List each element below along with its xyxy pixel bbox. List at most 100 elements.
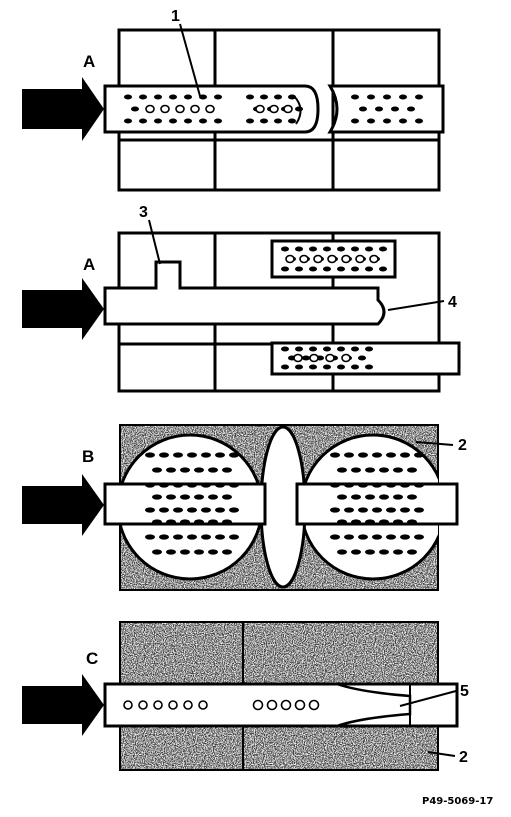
pore-icon: [166, 519, 176, 525]
pore-icon: [344, 482, 354, 488]
pore-icon: [255, 104, 265, 114]
pore-icon: [351, 246, 359, 252]
pore-icon: [299, 254, 309, 264]
pore-icon: [285, 254, 295, 264]
pore-icon: [323, 346, 331, 352]
pore-icon: [327, 254, 337, 264]
pore-icon: [358, 534, 368, 540]
pore-icon: [341, 353, 351, 363]
pore-icon: [358, 507, 368, 513]
pore-icon: [359, 106, 367, 112]
pore-icon: [400, 482, 410, 488]
pore-icon: [393, 494, 403, 500]
flow-arrow-icon: [22, 674, 104, 736]
pore-icon: [153, 700, 163, 710]
pore-icon: [124, 94, 132, 100]
pore-icon: [393, 549, 403, 555]
pore-icon: [252, 699, 264, 711]
pore-icon: [201, 482, 211, 488]
pore-icon: [295, 246, 303, 252]
panel-letter: C: [86, 649, 98, 668]
pore-icon: [154, 118, 162, 124]
pore-icon: [260, 94, 268, 100]
pore-icon: [313, 254, 323, 264]
pore-icon: [187, 507, 197, 513]
pore-icon: [194, 494, 204, 500]
pore-icon: [415, 118, 423, 124]
pore-icon: [194, 467, 204, 473]
pore-icon: [159, 534, 169, 540]
pore-icon: [123, 700, 133, 710]
pore-icon: [330, 482, 340, 488]
pore-icon: [173, 482, 183, 488]
pore-icon: [288, 118, 296, 124]
pore-icon: [229, 507, 239, 513]
pore-icon: [309, 246, 317, 252]
pore-icon: [415, 94, 423, 100]
pore-icon: [274, 94, 282, 100]
pore-icon: [208, 467, 218, 473]
pore-icon: [160, 104, 170, 114]
figure-reference-code: P49-5069-17: [422, 796, 493, 807]
panel-a-top: A 1: [22, 8, 445, 192]
pore-icon: [159, 452, 169, 458]
pore-icon: [215, 507, 225, 513]
pore-icon: [358, 452, 368, 458]
pore-icon: [187, 534, 197, 540]
pore-icon: [145, 507, 155, 513]
pore-icon: [383, 118, 391, 124]
pore-icon: [379, 467, 389, 473]
pore-icon: [351, 94, 359, 100]
pore-icon: [295, 364, 303, 370]
pore-icon: [222, 549, 232, 555]
callout-label: 3: [139, 204, 148, 221]
pore-icon: [281, 364, 289, 370]
pore-icon: [365, 519, 375, 525]
pore-icon: [194, 549, 204, 555]
pore-icon: [145, 104, 155, 114]
pore-icon: [337, 364, 345, 370]
pore-icon: [283, 104, 293, 114]
pore-icon: [351, 266, 359, 272]
pore-icon: [330, 534, 340, 540]
pore-icon: [351, 118, 359, 124]
pore-icon: [201, 452, 211, 458]
pore-icon: [159, 482, 169, 488]
pore-icon: [414, 507, 424, 513]
leader-line: [387, 300, 445, 311]
pore-icon: [280, 699, 292, 711]
fluid-channel: [103, 239, 461, 376]
pore-icon: [330, 452, 340, 458]
pore-icon: [344, 452, 354, 458]
pore-icon: [173, 534, 183, 540]
pore-icon: [208, 494, 218, 500]
pore-icon: [330, 507, 340, 513]
pore-icon: [124, 118, 132, 124]
panel-a-middle: A 3 4: [22, 204, 461, 393]
pore-icon: [166, 549, 176, 555]
pore-icon: [180, 549, 190, 555]
pore-icon: [288, 94, 296, 100]
pore-icon: [229, 452, 239, 458]
pore-icon: [407, 494, 417, 500]
pore-dots: [124, 94, 423, 124]
pore-icon: [365, 246, 373, 252]
pore-icon: [365, 494, 375, 500]
pore-icon: [337, 467, 347, 473]
pore-icon: [205, 104, 215, 114]
pore-icon: [414, 534, 424, 540]
pore-icon: [154, 94, 162, 100]
pore-icon: [169, 94, 177, 100]
leader-line: [415, 441, 454, 446]
pore-icon: [379, 549, 389, 555]
pore-icon: [407, 106, 415, 112]
pore-icon: [400, 507, 410, 513]
pore-icon: [145, 482, 155, 488]
flow-arrow-icon: [22, 77, 104, 141]
pore-icon: [367, 118, 375, 124]
pore-icon: [379, 494, 389, 500]
pore-icon: [323, 266, 331, 272]
leader-line: [399, 690, 457, 707]
pore-icon: [138, 700, 148, 710]
